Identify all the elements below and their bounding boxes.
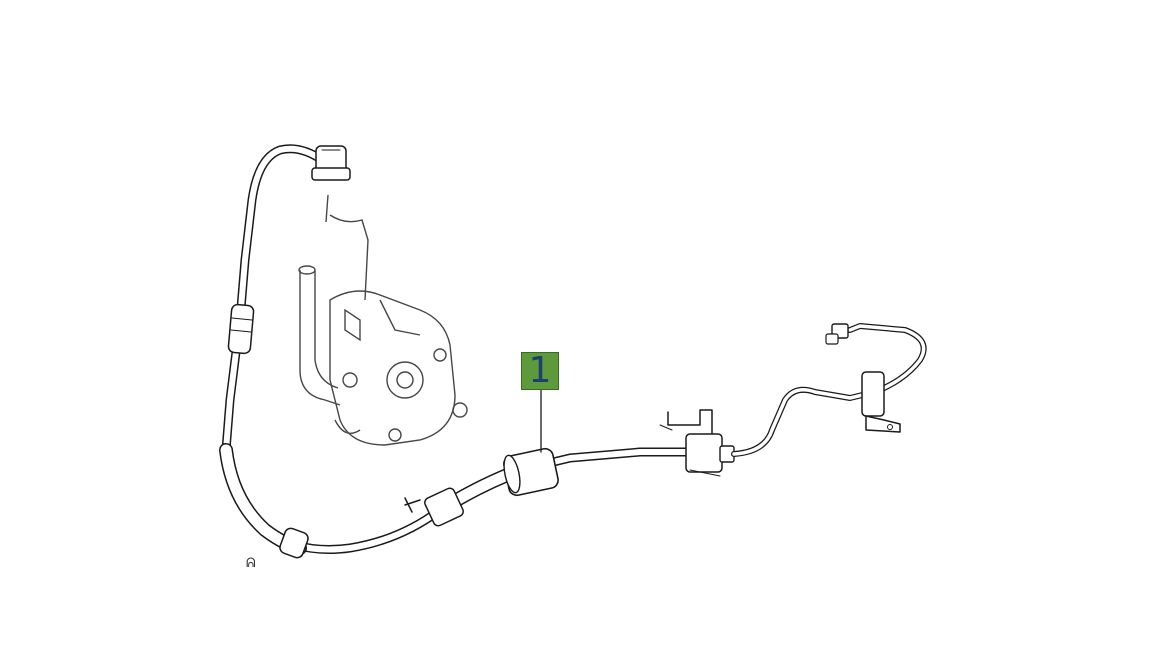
pressure-switch-icon — [659, 409, 735, 477]
power-steering-pump-icon — [298, 194, 468, 446]
hose-clamp-icon — [404, 487, 464, 527]
metal-pressure-line — [731, 323, 927, 457]
figure-code-label: ᕱ — [246, 556, 256, 571]
callout-number-1[interactable]: 1 — [521, 352, 559, 390]
mounting-bracket-icon — [861, 371, 901, 433]
hose-sleeve — [503, 447, 559, 497]
pressure-hose-icon — [219, 144, 705, 559]
